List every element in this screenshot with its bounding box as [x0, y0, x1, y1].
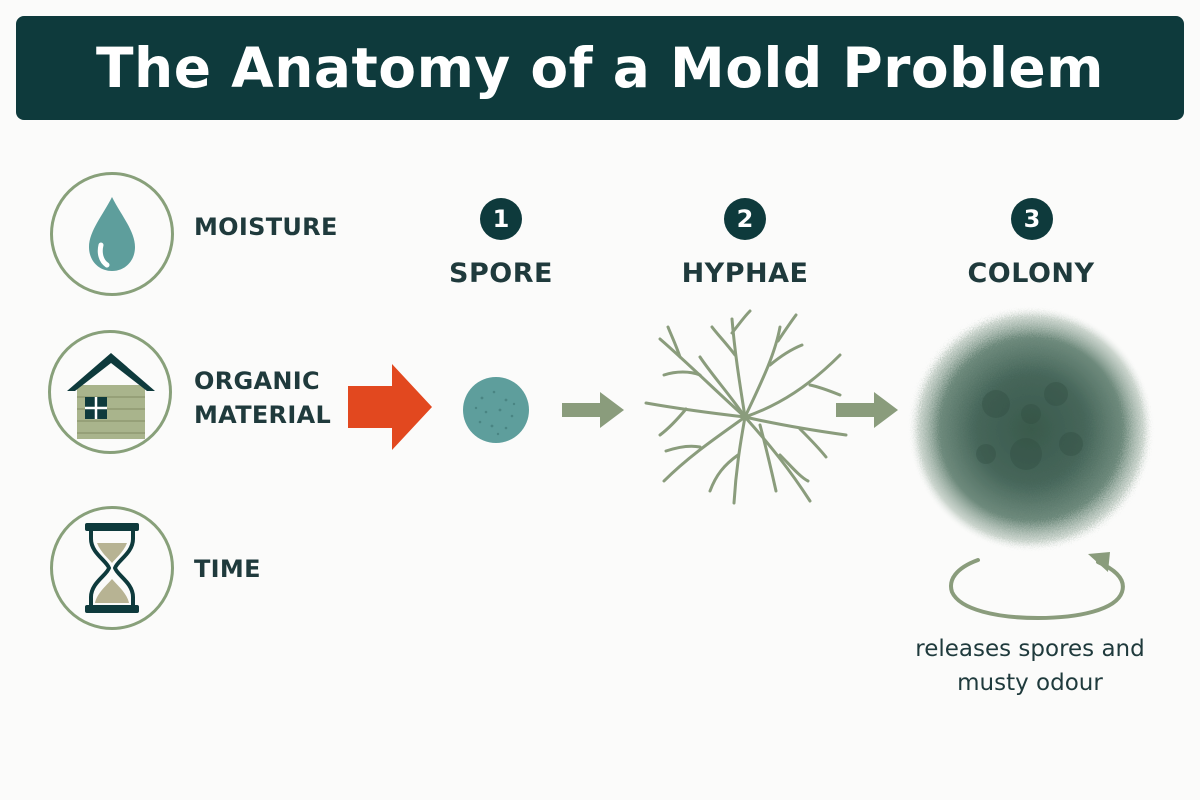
spore-icon — [463, 377, 529, 443]
hourglass-icon — [85, 523, 139, 613]
step-badge-2: 2 — [724, 198, 766, 240]
factor-label-line: MATERIAL — [194, 401, 332, 429]
factor-label-organic-material: ORGANIC MATERIAL — [194, 364, 331, 432]
caption-line: releases spores and — [915, 636, 1145, 662]
hyphae-icon — [644, 309, 848, 505]
time-circle — [50, 506, 174, 630]
step-badge-3: 3 — [1011, 198, 1053, 240]
factor-label-line: TIME — [194, 555, 261, 583]
cycle-caption: releases spores and musty odour — [900, 632, 1160, 700]
moisture-circle — [50, 172, 174, 296]
house-icon — [67, 353, 155, 439]
big-arrow-icon — [348, 364, 432, 450]
step-title-hyphae: HYPHAE — [681, 258, 809, 289]
step-title-spore: SPORE — [449, 258, 553, 289]
cycle-arrow-icon — [949, 552, 1125, 621]
small-arrow-icon — [562, 392, 624, 428]
step-badge-1: 1 — [480, 198, 522, 240]
page-title: The Anatomy of a Mold Problem — [96, 36, 1104, 100]
water-drop-icon — [89, 197, 135, 271]
title-banner: The Anatomy of a Mold Problem — [16, 16, 1184, 120]
factor-label-line: MOISTURE — [194, 213, 338, 241]
factor-label-time: TIME — [194, 552, 261, 586]
organic-material-circle — [48, 330, 172, 454]
factor-label-line: ORGANIC — [194, 367, 320, 395]
small-arrow-icon — [836, 392, 898, 428]
colony-icon — [909, 307, 1153, 551]
factor-label-moisture: MOISTURE — [194, 210, 338, 244]
step-title-colony: COLONY — [967, 258, 1095, 289]
caption-line: musty odour — [957, 670, 1103, 696]
